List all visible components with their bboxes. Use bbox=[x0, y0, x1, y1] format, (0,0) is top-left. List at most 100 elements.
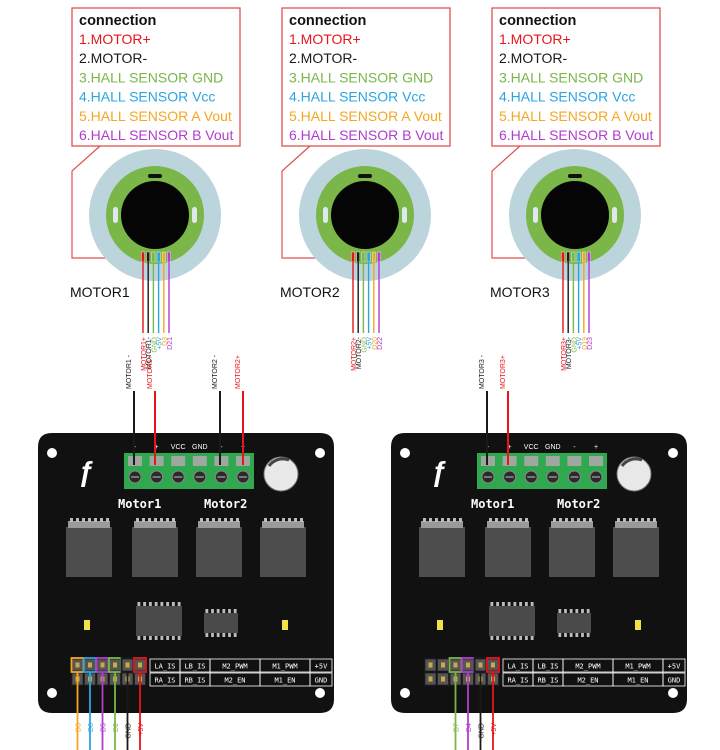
mounting-hole bbox=[315, 448, 325, 458]
mosfet-pin bbox=[559, 518, 562, 522]
terminal-screw-slot bbox=[149, 456, 164, 466]
terminal-label: + bbox=[508, 444, 512, 451]
chip-pin bbox=[513, 602, 517, 606]
mosfet-pin bbox=[653, 518, 656, 522]
pin-table-label: GND bbox=[315, 677, 328, 685]
terminal-screw-slot bbox=[502, 456, 517, 466]
mosfet-tab bbox=[615, 521, 657, 528]
mosfet-pin bbox=[200, 518, 203, 522]
led bbox=[84, 620, 90, 630]
wire-connector bbox=[361, 251, 366, 263]
mosfet-pin bbox=[513, 518, 516, 522]
wire-label: D22 bbox=[377, 337, 384, 350]
chip-pin bbox=[160, 636, 164, 640]
chip-pin bbox=[575, 609, 579, 613]
board-pcb bbox=[38, 433, 334, 713]
mosfet-pin bbox=[647, 518, 650, 522]
pin-table-label: M2_EN bbox=[224, 677, 245, 685]
mosfet bbox=[132, 527, 178, 577]
mosfet-pin bbox=[88, 518, 91, 522]
pin-table-label: LB_IS bbox=[184, 663, 205, 671]
mosfet-pin bbox=[525, 518, 528, 522]
mosfet-pin bbox=[553, 518, 556, 522]
mosfet-pin bbox=[166, 518, 169, 522]
terminal-label: - bbox=[573, 444, 576, 451]
mosfet-pin bbox=[519, 518, 522, 522]
mosfet-pin bbox=[94, 518, 97, 522]
wire-label: +5V bbox=[577, 337, 584, 350]
mosfet-pin bbox=[160, 518, 163, 522]
mosfet-pin bbox=[76, 518, 79, 522]
mosfet-pin bbox=[148, 518, 151, 522]
connection-line: 4.HALL SENSOR Vcc bbox=[79, 89, 215, 105]
connection-line: 2.MOTOR- bbox=[499, 50, 568, 66]
driver-board: ƒ-+VCCGND-+Motor1Motor2LA_ISLB_ISM2_PWMM… bbox=[391, 354, 687, 750]
mosfet-pin bbox=[106, 518, 109, 522]
chip-pin bbox=[501, 636, 505, 640]
chip-pin bbox=[496, 636, 500, 640]
pin-table-cell bbox=[662, 658, 686, 673]
mosfet-tab bbox=[134, 521, 176, 528]
mosfet-pin bbox=[142, 518, 145, 522]
connection-heading: connection bbox=[289, 13, 366, 29]
chip-pin bbox=[222, 633, 226, 637]
motor-shaft-hub bbox=[541, 181, 609, 249]
terminal-screw-slot bbox=[214, 456, 229, 466]
wire-connector bbox=[351, 251, 355, 263]
mounting-hole bbox=[47, 448, 57, 458]
mounting-hole bbox=[315, 688, 325, 698]
wire-connector bbox=[151, 251, 156, 263]
chip-pin bbox=[211, 633, 214, 637]
chip-pin bbox=[137, 636, 141, 640]
mosfet-pin bbox=[589, 518, 592, 522]
connection-box-frame bbox=[281, 7, 451, 147]
terminal-label: VCC bbox=[524, 444, 539, 451]
motor-top-slot bbox=[358, 174, 372, 178]
mosfet-pin bbox=[276, 518, 279, 522]
mosfet-pin bbox=[288, 518, 291, 522]
chip-pin bbox=[530, 602, 534, 606]
mosfet-pin bbox=[154, 518, 157, 522]
mosfet-pin bbox=[447, 518, 450, 522]
chip-pin bbox=[166, 636, 170, 640]
connection-line: 4.HALL SENSOR Vcc bbox=[499, 89, 635, 105]
pin-table-label: M2_PWM bbox=[222, 663, 247, 671]
board-bottom-wire-label: D6 bbox=[88, 723, 95, 732]
mosfet-pin bbox=[571, 518, 574, 522]
chip-pin bbox=[507, 636, 511, 640]
connection-line: 5.HALL SENSOR A Vout bbox=[79, 108, 232, 124]
connection-line: 6.HALL SENSOR B Vout bbox=[289, 127, 443, 143]
mosfet-pin bbox=[300, 518, 303, 522]
header-pin-core bbox=[466, 662, 470, 668]
wire-connector bbox=[566, 251, 570, 263]
capacitor bbox=[616, 456, 652, 492]
chip-pin bbox=[490, 602, 494, 606]
board-top-wire-label: MOTOR3 - bbox=[479, 354, 486, 389]
terminal-screw-slot bbox=[545, 456, 560, 466]
capacitor-mark bbox=[620, 457, 643, 467]
terminal-label: GND bbox=[545, 444, 561, 451]
mosfet bbox=[485, 527, 531, 577]
board-bottom-wire-label: +5V bbox=[491, 723, 498, 736]
wire-label: GND bbox=[571, 337, 578, 353]
chip-pin bbox=[228, 609, 231, 613]
wire-connector bbox=[372, 251, 376, 263]
mosfet-pin bbox=[230, 518, 233, 522]
motor-mount-hole bbox=[113, 207, 118, 223]
driver-board: ƒ-+VCCGND-+Motor1Motor2LA_ISLB_ISM2_PWMM… bbox=[38, 354, 334, 750]
terminal-screw-slot bbox=[192, 456, 207, 466]
connection-line: 6.HALL SENSOR B Vout bbox=[499, 127, 653, 143]
wire-connector bbox=[582, 251, 586, 263]
connection-line: 1.MOTOR+ bbox=[79, 31, 151, 47]
chip-pin bbox=[148, 602, 152, 606]
pin-table-label: M1_EN bbox=[627, 677, 648, 685]
board-motor1-label: Motor1 bbox=[118, 497, 161, 511]
motor-label: MOTOR1 bbox=[70, 284, 130, 300]
pin-table-label: RA_IS bbox=[154, 677, 175, 685]
